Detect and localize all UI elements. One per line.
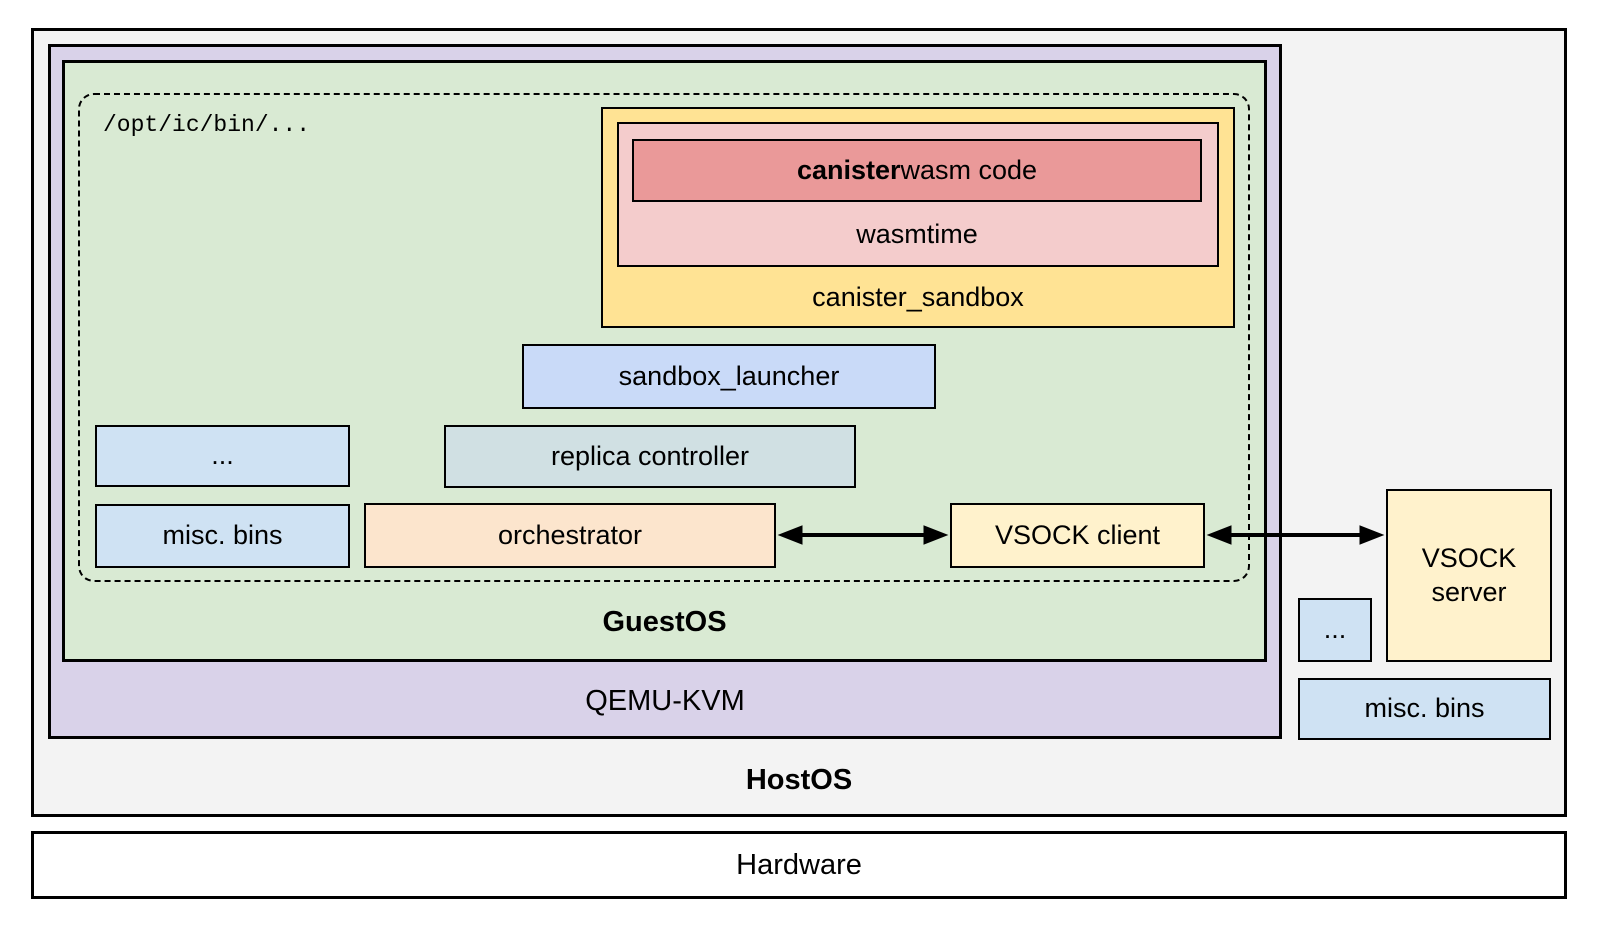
host-misc-bins-box: misc. bins bbox=[1298, 678, 1551, 740]
canister-wasm-code-label-rest: wasm code bbox=[900, 154, 1038, 185]
wasmtime-label: wasmtime bbox=[856, 219, 978, 249]
guest-misc-bins-box: misc. bins bbox=[95, 504, 350, 568]
hardware-layer-box: Hardware bbox=[31, 831, 1567, 899]
guest-ellipsis-box: ... bbox=[95, 425, 350, 487]
replica-controller-box: replica controller bbox=[444, 425, 856, 488]
vsock-server-box: VSOCK server bbox=[1386, 489, 1552, 662]
canister-wasm-code-box: canister wasm code bbox=[632, 139, 1202, 202]
vsock-client-box: VSOCK client bbox=[950, 503, 1205, 568]
orchestrator-box: orchestrator bbox=[364, 503, 776, 568]
hostos-label: HostOS bbox=[745, 763, 853, 796]
canister-wasm-code-label-bold: canister bbox=[796, 154, 901, 185]
qemu-kvm-label: QEMU-KVM bbox=[585, 684, 745, 717]
bin-path-label: /opt/ic/bin/... bbox=[103, 112, 311, 138]
guestos-label: GuestOS bbox=[602, 605, 727, 638]
opt-ic-bin-group bbox=[78, 93, 1250, 582]
sandbox-launcher-box: sandbox_launcher bbox=[522, 344, 936, 409]
host-ellipsis-box: ... bbox=[1298, 598, 1372, 662]
canister-sandbox-label: canister_sandbox bbox=[812, 282, 1024, 312]
